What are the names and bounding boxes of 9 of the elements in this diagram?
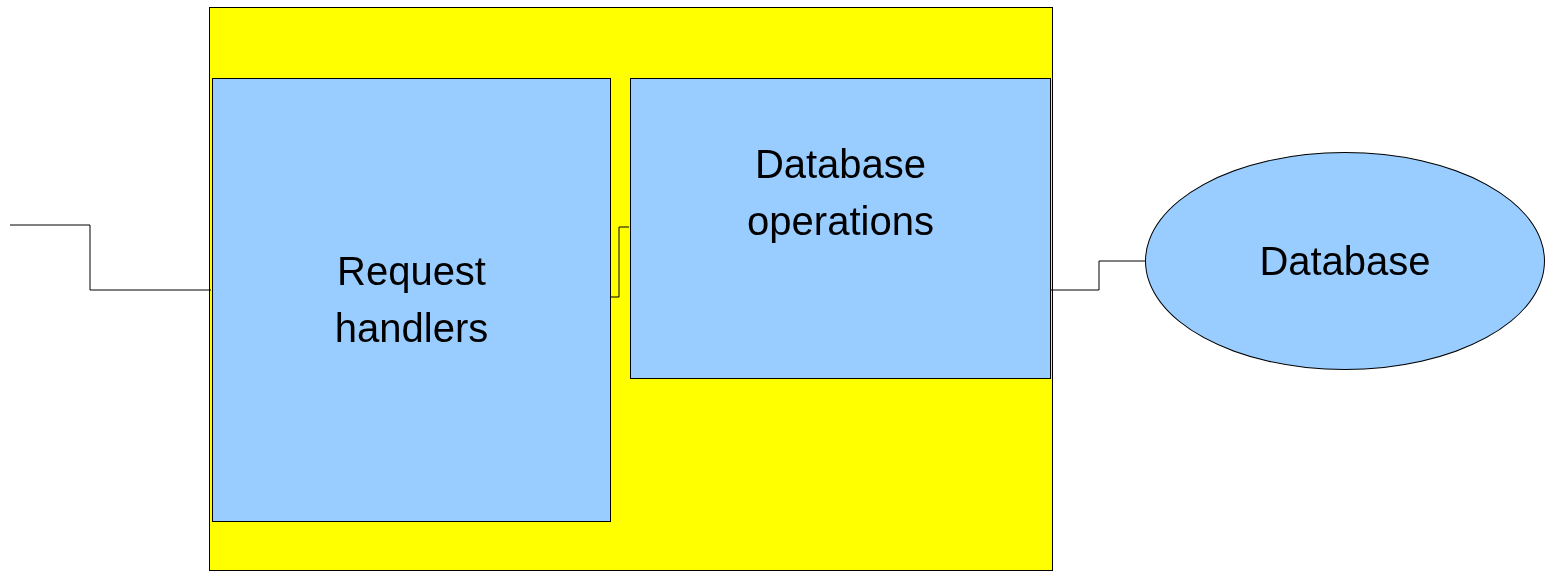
node-label: Database operations xyxy=(746,140,935,245)
connector-line xyxy=(609,226,630,298)
process-box xyxy=(212,78,611,522)
connector-line xyxy=(9,224,212,291)
process-box xyxy=(630,78,1051,379)
connector-line xyxy=(1049,260,1146,291)
node-label: Database xyxy=(1258,237,1432,285)
container-box xyxy=(209,7,1053,571)
node-label: Request handlers xyxy=(333,248,490,352)
